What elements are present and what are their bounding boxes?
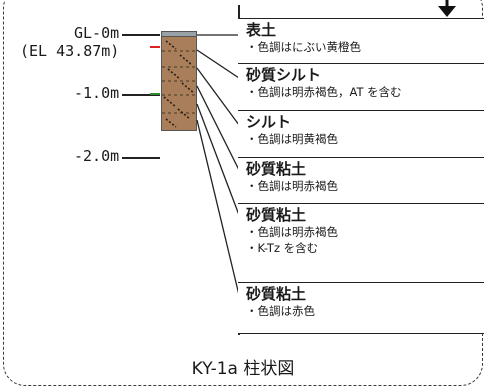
layer-1-title: 表土 (246, 21, 277, 39)
down-arrow-icon (438, 0, 456, 17)
layer-1-note: ・色調はにぶい黄橙色 (246, 40, 361, 54)
figure-caption: KY-1a 柱状図 (191, 359, 295, 379)
layer-box-6: 砂質粘土 ・色調は赤色 (238, 282, 484, 334)
gl-tick (122, 34, 160, 36)
sample-marker-green (150, 93, 160, 95)
layer-box-2: 砂質シルト ・色調は明赤褐色，AT を含む (238, 63, 484, 110)
layer-5-note-1: ・色調は明赤褐色 (246, 225, 338, 239)
gl-label: GL-0m (74, 24, 120, 42)
sample-marker-red (150, 46, 160, 48)
depth-2m-label: -2.0m (74, 147, 120, 165)
soil-pattern (162, 40, 196, 128)
layer-6-title: 砂質粘土 (246, 285, 307, 303)
layer-box-1: 表土 ・色調はにぶい黄橙色 (238, 18, 484, 63)
layer-2-title: 砂質シルト (246, 66, 322, 84)
layer-box-4: 砂質粘土 ・色調は明赤褐色 (238, 157, 484, 203)
leader-lines (196, 34, 240, 296)
boring-column (161, 36, 197, 131)
elevation-label: (EL 43.87m) (20, 42, 120, 60)
layer-3-note: ・色調は明黄褐色 (246, 132, 338, 146)
layer-5-note-2: ・K-Tz を含む (246, 241, 319, 255)
layer-box-5: 砂質粘土 ・色調は明赤褐色 ・K-Tz を含む (238, 203, 484, 282)
layer-3-title: シルト (246, 113, 292, 131)
depth-1m-label: -1.0m (74, 84, 120, 102)
layer-5-title: 砂質粘土 (246, 206, 307, 224)
layer-6-note: ・色調は赤色 (246, 304, 315, 318)
layer-2-note: ・色調は明赤褐色，AT を含む (246, 85, 402, 99)
depth-2m-tick (122, 157, 160, 159)
layer-box-3: シルト ・色調は明黄褐色 (238, 110, 484, 157)
layer-4-note: ・色調は明赤褐色 (246, 179, 338, 193)
depth-1m-tick (122, 94, 160, 96)
layer-4-title: 砂質粘土 (246, 160, 307, 178)
